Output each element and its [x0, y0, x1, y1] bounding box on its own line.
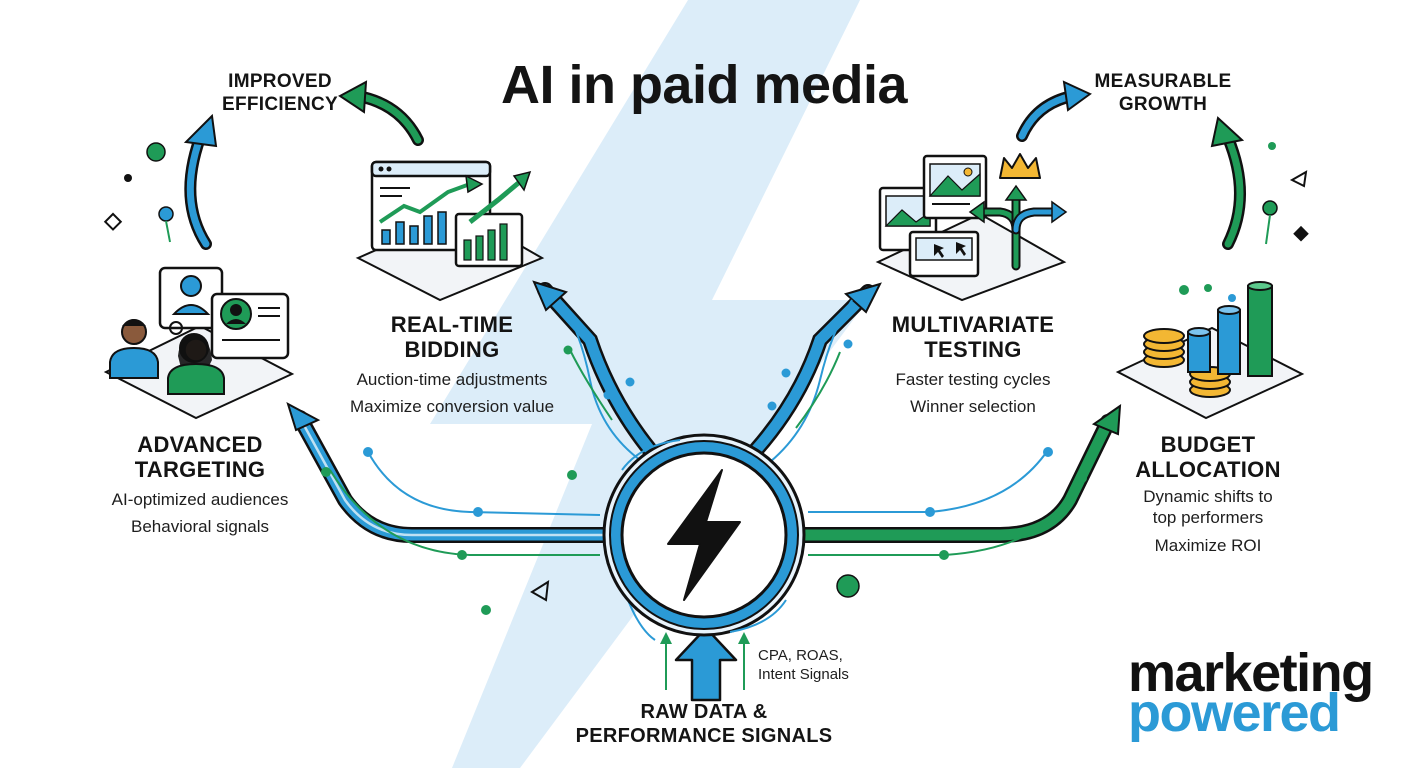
input-arrow [627, 599, 750, 702]
list-item: Winner selection [910, 397, 1036, 416]
advanced-targeting-points: AI-optimized audiences Behavioral signal… [80, 486, 320, 540]
brand-logo-line-1: marketing [1128, 643, 1374, 703]
image-variant-icon [875, 154, 1068, 302]
brand-logo-line-2: powered [1128, 683, 1341, 743]
list-item: Faster testing cycles [895, 370, 1051, 389]
list-item: Auction-time adjustments [356, 370, 548, 389]
list-item: Dynamic shifts to [1143, 487, 1273, 506]
outcome-label-efficiency: IMPROVED EFFICIENCY [222, 71, 338, 115]
list-item: AI-optimized audiences [111, 490, 289, 509]
background-lightning-shape [430, 0, 868, 768]
arrow-to-real-time-bidding [532, 280, 658, 480]
budget-allocation-points: Dynamic shifts to top performers Maximiz… [1108, 486, 1308, 556]
crown-icon [999, 153, 1041, 179]
list-item: top performers [1152, 508, 1264, 527]
list-item: Maximize conversion value [349, 397, 555, 416]
multivariate-testing-points: Faster testing cycles Winner selection [858, 366, 1088, 420]
outcome-label-growth: MEASURABLE GROWTH [1094, 71, 1232, 115]
growth-arrows [1016, 80, 1246, 250]
real-time-bidding-heading: REAL-TIME BIDDING [390, 312, 514, 362]
efficiency-arrows [183, 80, 424, 250]
list-item: Behavioral signals [131, 517, 269, 536]
lightning-bolt-icon [667, 469, 741, 601]
arrow-to-budget-allocation [796, 403, 1122, 560]
arrow-to-multivariate-testing [748, 282, 882, 463]
audience-profiles-icon [103, 266, 295, 420]
input-signals-note: CPA, ROAS, Intent Signals [758, 647, 849, 683]
bar-chart-icon [355, 160, 545, 302]
page-title: AI in paid media [500, 55, 908, 115]
decorative-confetti [103, 142, 1309, 615]
arrow-to-advanced-targeting [286, 401, 612, 560]
advanced-targeting-heading: ADVANCED TARGETING [134, 432, 266, 482]
list-item: Maximize ROI [1154, 536, 1262, 555]
coin-stack-icon [1115, 281, 1305, 420]
budget-allocation-heading: BUDGET ALLOCATION [1135, 432, 1281, 482]
input-heading: RAW DATA & PERFORMANCE SIGNALS [575, 701, 833, 747]
multivariate-testing-heading: MULTIVARIATE TESTING [891, 312, 1055, 362]
real-time-bidding-points: Auction-time adjustments Maximize conver… [322, 366, 582, 420]
